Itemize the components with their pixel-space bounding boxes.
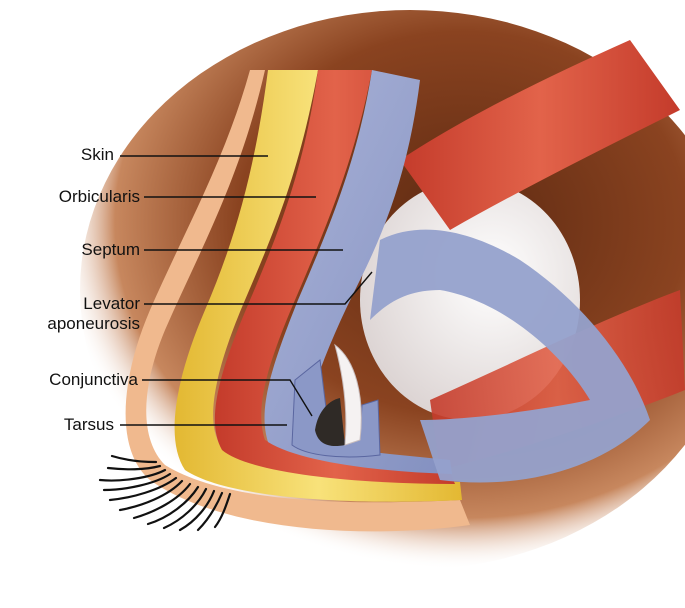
cornea [334, 343, 362, 446]
skin-layer [174, 70, 462, 502]
label-levator-line1: Levator [83, 294, 140, 313]
label-tarsus: Tarsus [63, 415, 114, 434]
iris [315, 398, 345, 447]
leader-conjunctiva [142, 379, 313, 417]
label-orbicularis: Orbicularis [58, 187, 140, 206]
label-septum: Septum [81, 240, 140, 259]
superior-muscle-band [400, 40, 680, 230]
eyelid-skin-outer [125, 70, 470, 532]
label-conjunctiva: Conjunctiva [49, 370, 138, 389]
eyelashes [98, 454, 232, 532]
label-levator-aponeurosis: Levator aponeurosis [0, 294, 140, 334]
leader-lines [120, 155, 373, 426]
levator-aponeurosis-sheet [370, 229, 650, 483]
label-skin: Skin [80, 145, 114, 164]
label-levator-line2: aponeurosis [47, 314, 140, 333]
orbicularis-layer [214, 70, 455, 484]
leader-levator [144, 271, 373, 305]
